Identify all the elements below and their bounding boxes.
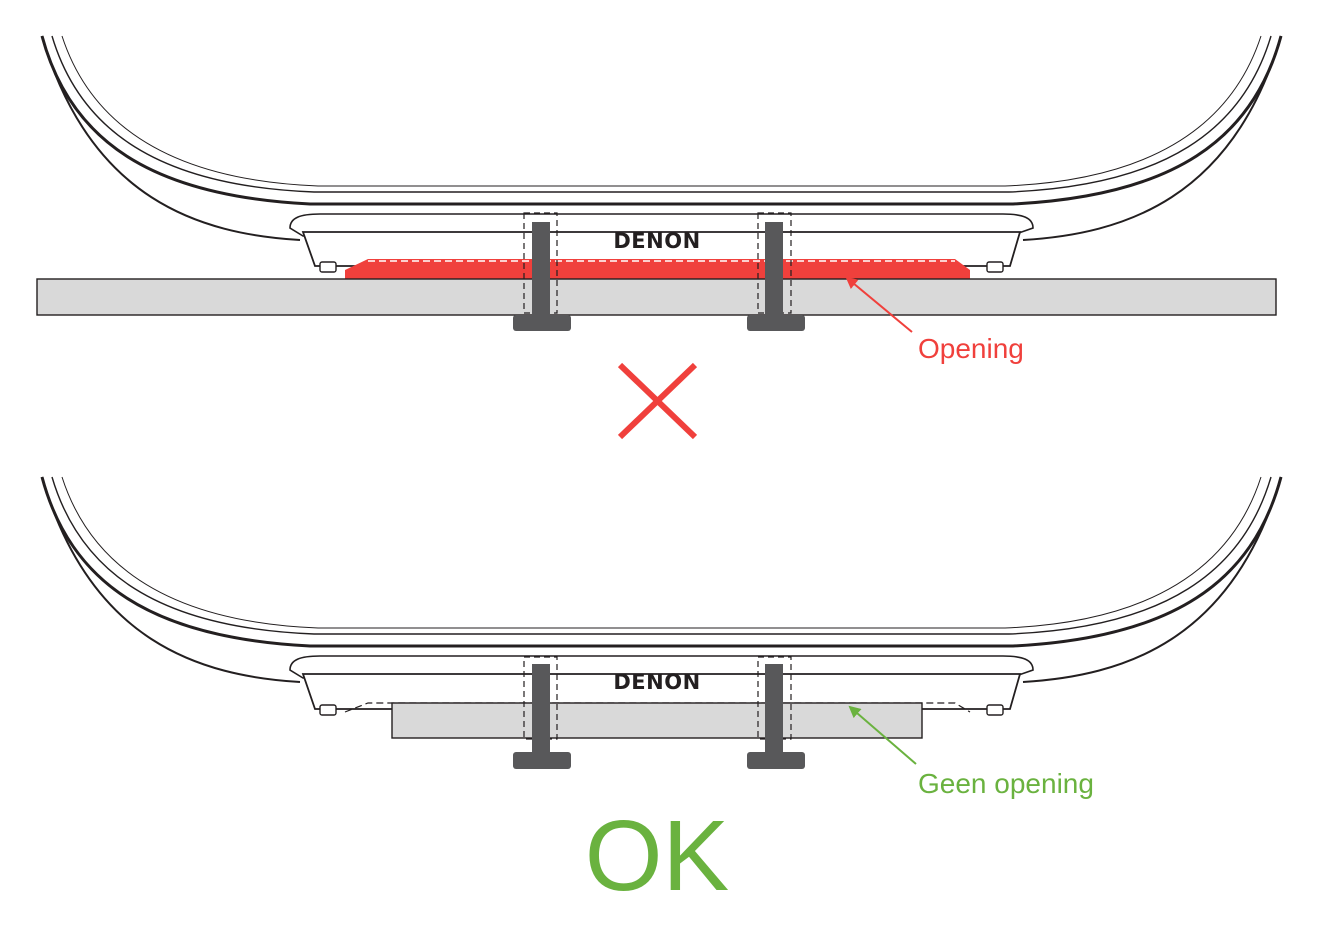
brand-logo-bottom: DENON: [613, 670, 700, 694]
brand-logo-top: DENON: [613, 229, 700, 253]
shelf: [36, 278, 1277, 316]
x-mark-icon: [617, 362, 698, 440]
opening-arrow: [845, 276, 913, 333]
speaker-body: [40, 476, 1283, 683]
bolt-housing-left: [523, 212, 558, 314]
incorrect-mounting-panel: DENON Opening: [36, 35, 1283, 440]
shelf: [391, 702, 923, 739]
ok-verdict: OK: [585, 800, 729, 912]
bolt-right: [747, 664, 805, 769]
gap-opening: [345, 259, 970, 280]
no-opening-arrow: [848, 705, 917, 765]
bolt-left: [513, 222, 571, 331]
correct-mounting-panel: DENON Geen opening OK: [40, 476, 1283, 912]
bolt-right: [747, 222, 805, 331]
speaker-body: [40, 35, 1283, 241]
speaker-base: [289, 655, 1034, 716]
bolt-left: [513, 664, 571, 769]
opening-label: Opening: [918, 333, 1024, 364]
bolt-housing-right: [757, 212, 792, 314]
no-opening-label: Geen opening: [918, 768, 1094, 799]
